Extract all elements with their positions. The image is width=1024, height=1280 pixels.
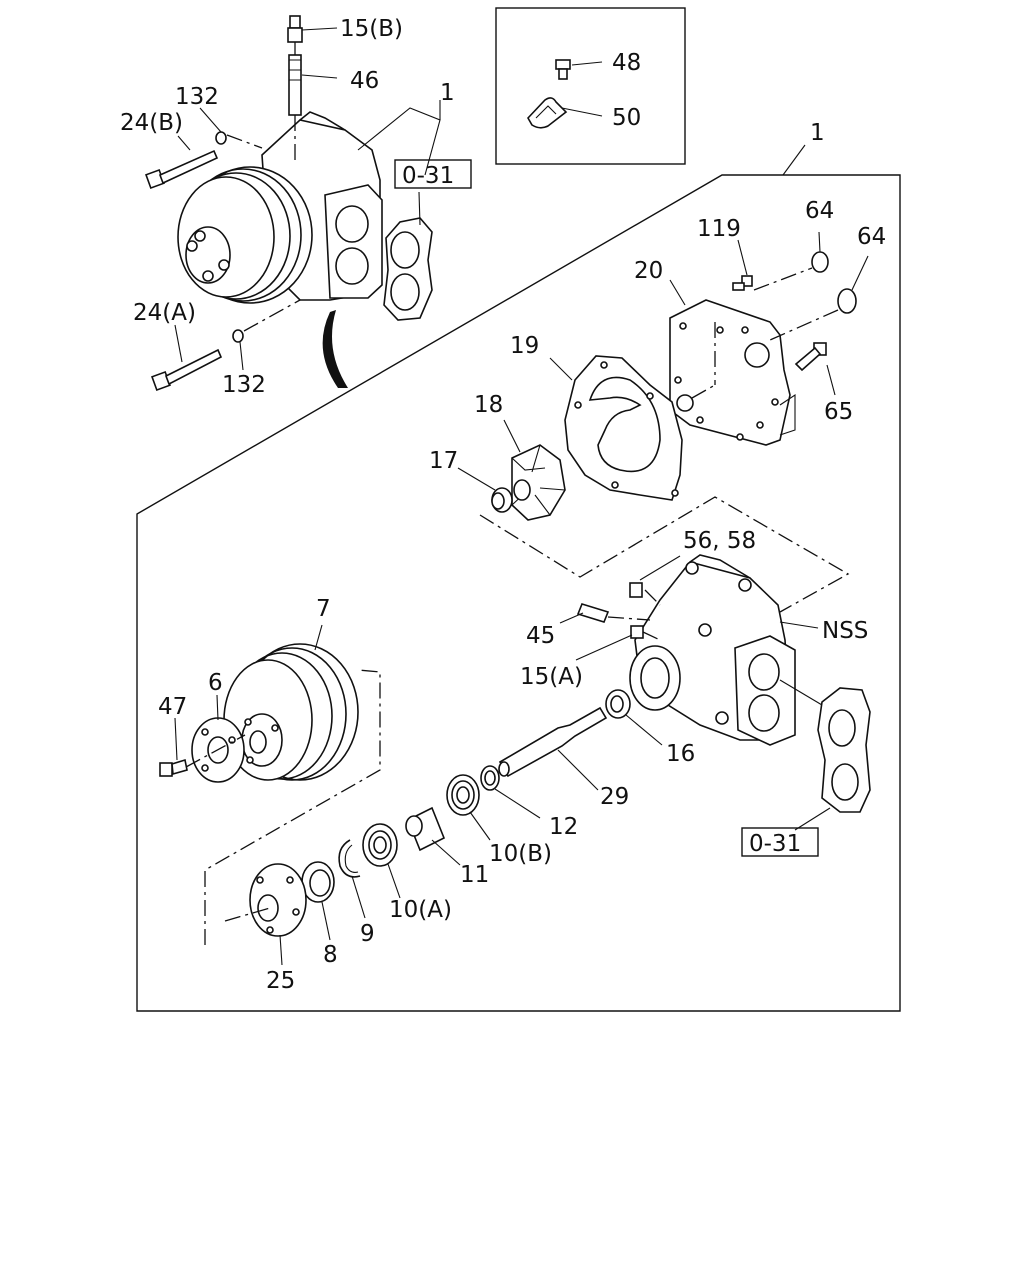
- label-24a: 24(A): [133, 300, 196, 326]
- spacer-12-icon: [480, 765, 500, 791]
- label-47: 47: [158, 694, 187, 720]
- label-25: 25: [266, 968, 295, 994]
- seal-16-icon: [605, 689, 631, 719]
- label-24b: 24(B): [120, 110, 183, 136]
- label-18: 18: [474, 392, 503, 418]
- bolt-24b-icon: [145, 149, 219, 189]
- inset-clip-detail: [495, 7, 686, 165]
- snap-ring-9-icon: [338, 839, 361, 878]
- label-19: 19: [510, 333, 539, 359]
- spacer-11-icon: [405, 806, 446, 852]
- label-10a: 10(A): [389, 897, 452, 923]
- fitting-45-icon: [576, 603, 610, 623]
- label-1-main: 1: [810, 120, 825, 146]
- label-56-58: 56, 58: [683, 528, 756, 554]
- label-6: 6: [208, 670, 223, 696]
- callout-labels: 15(B) 46 132 24(B) 1 0-31 24(A) 132 48 5…: [120, 16, 886, 994]
- ref-label-bottom: 0-31: [749, 831, 801, 857]
- shaft-29-icon: [498, 706, 608, 778]
- label-29: 29: [600, 784, 629, 810]
- fitting-56-58-icon: [629, 582, 643, 598]
- label-65: 65: [824, 399, 853, 425]
- label-16: 16: [666, 741, 695, 767]
- bolt-119-icon: [732, 275, 753, 291]
- label-17: 17: [429, 448, 458, 474]
- bolt-47-icon: [159, 758, 188, 777]
- seal-17-icon: [491, 487, 513, 513]
- housing-gasket-icon: [817, 687, 871, 813]
- bearing-10a-icon: [362, 823, 398, 867]
- label-8: 8: [323, 942, 338, 968]
- label-48: 48: [612, 50, 641, 76]
- bolt-65-icon: [794, 342, 827, 372]
- label-132-bottom: 132: [222, 372, 266, 398]
- pulley-7-icon: [223, 643, 359, 781]
- leader-lines-top: [174, 27, 441, 371]
- label-nss: NSS: [822, 618, 868, 644]
- label-132-top: 132: [175, 84, 219, 110]
- bolt-48-icon: [555, 59, 571, 80]
- bolt-24a-icon: [151, 348, 223, 391]
- clip-50-icon: [527, 97, 568, 129]
- seal-8-icon: [301, 861, 335, 903]
- fitting-15a-icon: [630, 625, 644, 639]
- label-119: 119: [697, 216, 741, 242]
- exploded-view-frame: [136, 174, 901, 1012]
- label-50: 50: [612, 105, 641, 131]
- flange-25-icon: [249, 863, 307, 937]
- oring-64-lower-icon: [837, 288, 857, 314]
- ref-box-bottom: [741, 827, 819, 857]
- assembled-pump-drawing: [145, 15, 433, 391]
- label-10b: 10(B): [489, 841, 552, 867]
- pump-housing-icon: [629, 554, 796, 746]
- label-20: 20: [634, 258, 663, 284]
- label-15a: 15(A): [520, 664, 583, 690]
- label-11: 11: [460, 862, 489, 888]
- gasket-19-icon: [564, 355, 683, 501]
- bearing-10b-icon: [446, 774, 480, 816]
- label-64-a: 64: [805, 198, 834, 224]
- label-9: 9: [360, 921, 375, 947]
- label-45: 45: [526, 623, 555, 649]
- impeller-18-icon: [511, 444, 566, 521]
- ref-label-top: 0-31: [402, 163, 454, 189]
- label-1-top: 1: [440, 80, 455, 106]
- label-7: 7: [316, 596, 331, 622]
- cover-plate-20-icon: [669, 299, 791, 446]
- oring-64-upper-icon: [811, 251, 829, 273]
- label-12: 12: [549, 814, 578, 840]
- label-64-b: 64: [857, 224, 886, 250]
- label-15b: 15(B): [340, 16, 403, 42]
- ref-box-top: [394, 159, 472, 189]
- label-46: 46: [350, 68, 379, 94]
